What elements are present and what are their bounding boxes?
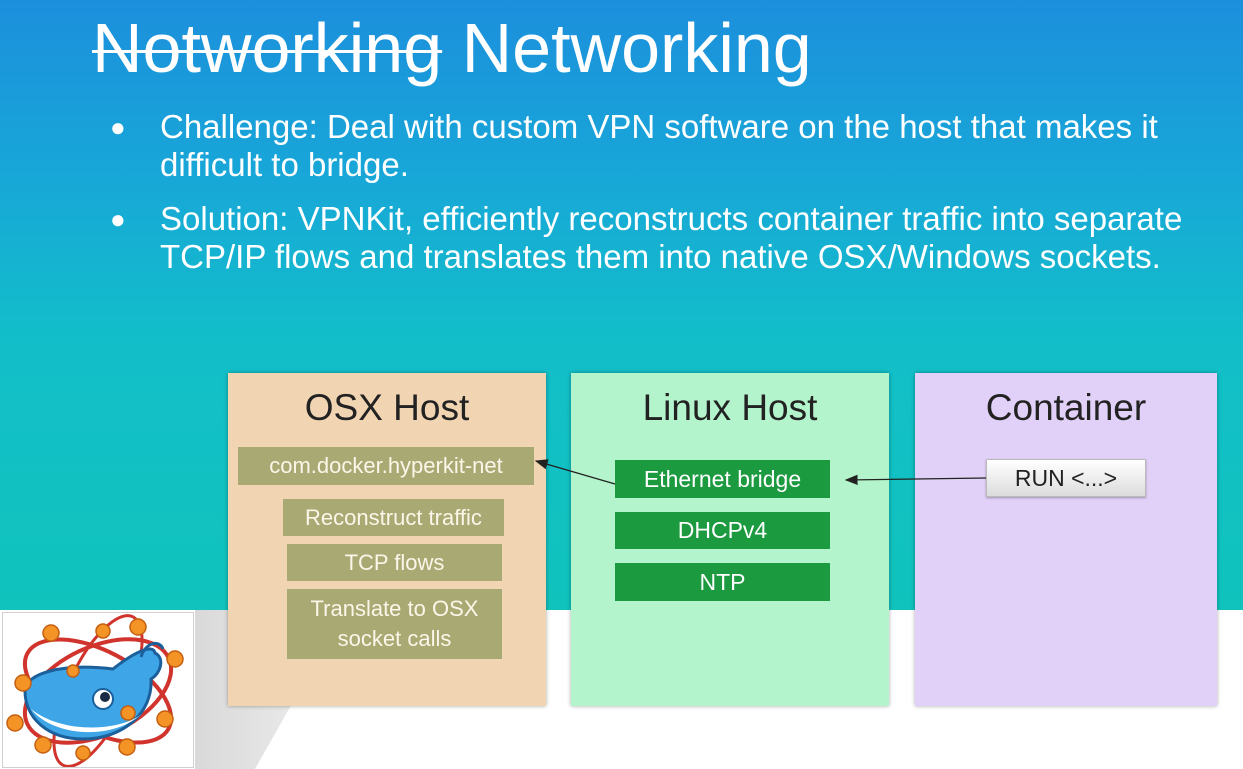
linux-host-box: Linux Host Ethernet bridge DHCPv4 NTP: [571, 373, 889, 706]
bullet-dot: ●: [110, 204, 126, 234]
bullet-dot: ●: [110, 112, 126, 142]
container-box: Container RUN <...>: [915, 373, 1217, 706]
bullet-list: ● Challenge: Deal with custom VPN softwar…: [110, 108, 1230, 292]
linux-host-title: Linux Host: [642, 387, 818, 428]
bullet-challenge: ● Challenge: Deal with custom VPN softwar…: [110, 108, 1230, 184]
osx-host-title: OSX Host: [304, 387, 470, 428]
arrow-run-to-bridge: [844, 474, 987, 486]
slide-title: Notworking Networking: [92, 6, 812, 90]
bullet-solution: ● Solution: VPNKit, efficiently reconstru…: [110, 200, 1230, 276]
title-word: Networking: [461, 9, 812, 87]
bullet-text: Challenge: Deal with custom VPN software…: [160, 108, 1158, 183]
ethernet-bridge-pill: Ethernet bridge: [615, 460, 830, 498]
ntp-pill: NTP: [615, 563, 830, 601]
translate-line-2: socket calls: [337, 626, 452, 651]
bullet-text: Solution: VPNKit, efficiently reconstruc…: [160, 200, 1183, 275]
container-title: Container: [985, 387, 1147, 428]
docker-logo-tile: [2, 612, 194, 768]
docker-whale-logo-icon: [6, 614, 184, 768]
translate-socket-pill: Translate to OSX socket calls: [287, 589, 502, 659]
osx-host-box: OSX Host com.docker.hyperkit-net Reconst…: [228, 373, 546, 706]
reconstruct-traffic-pill: Reconstruct traffic: [283, 499, 504, 536]
arrow-bridge-to-hyperkit: [534, 459, 616, 485]
translate-line-1: Translate to OSX: [310, 596, 479, 621]
run-command-pill: RUN <...>: [986, 459, 1146, 497]
dhcpv4-pill: DHCPv4: [615, 512, 830, 549]
tcp-flows-pill: TCP flows: [287, 544, 502, 581]
struck-title-word: Notworking: [92, 9, 443, 87]
hyperkit-net-pill: com.docker.hyperkit-net: [238, 447, 534, 485]
